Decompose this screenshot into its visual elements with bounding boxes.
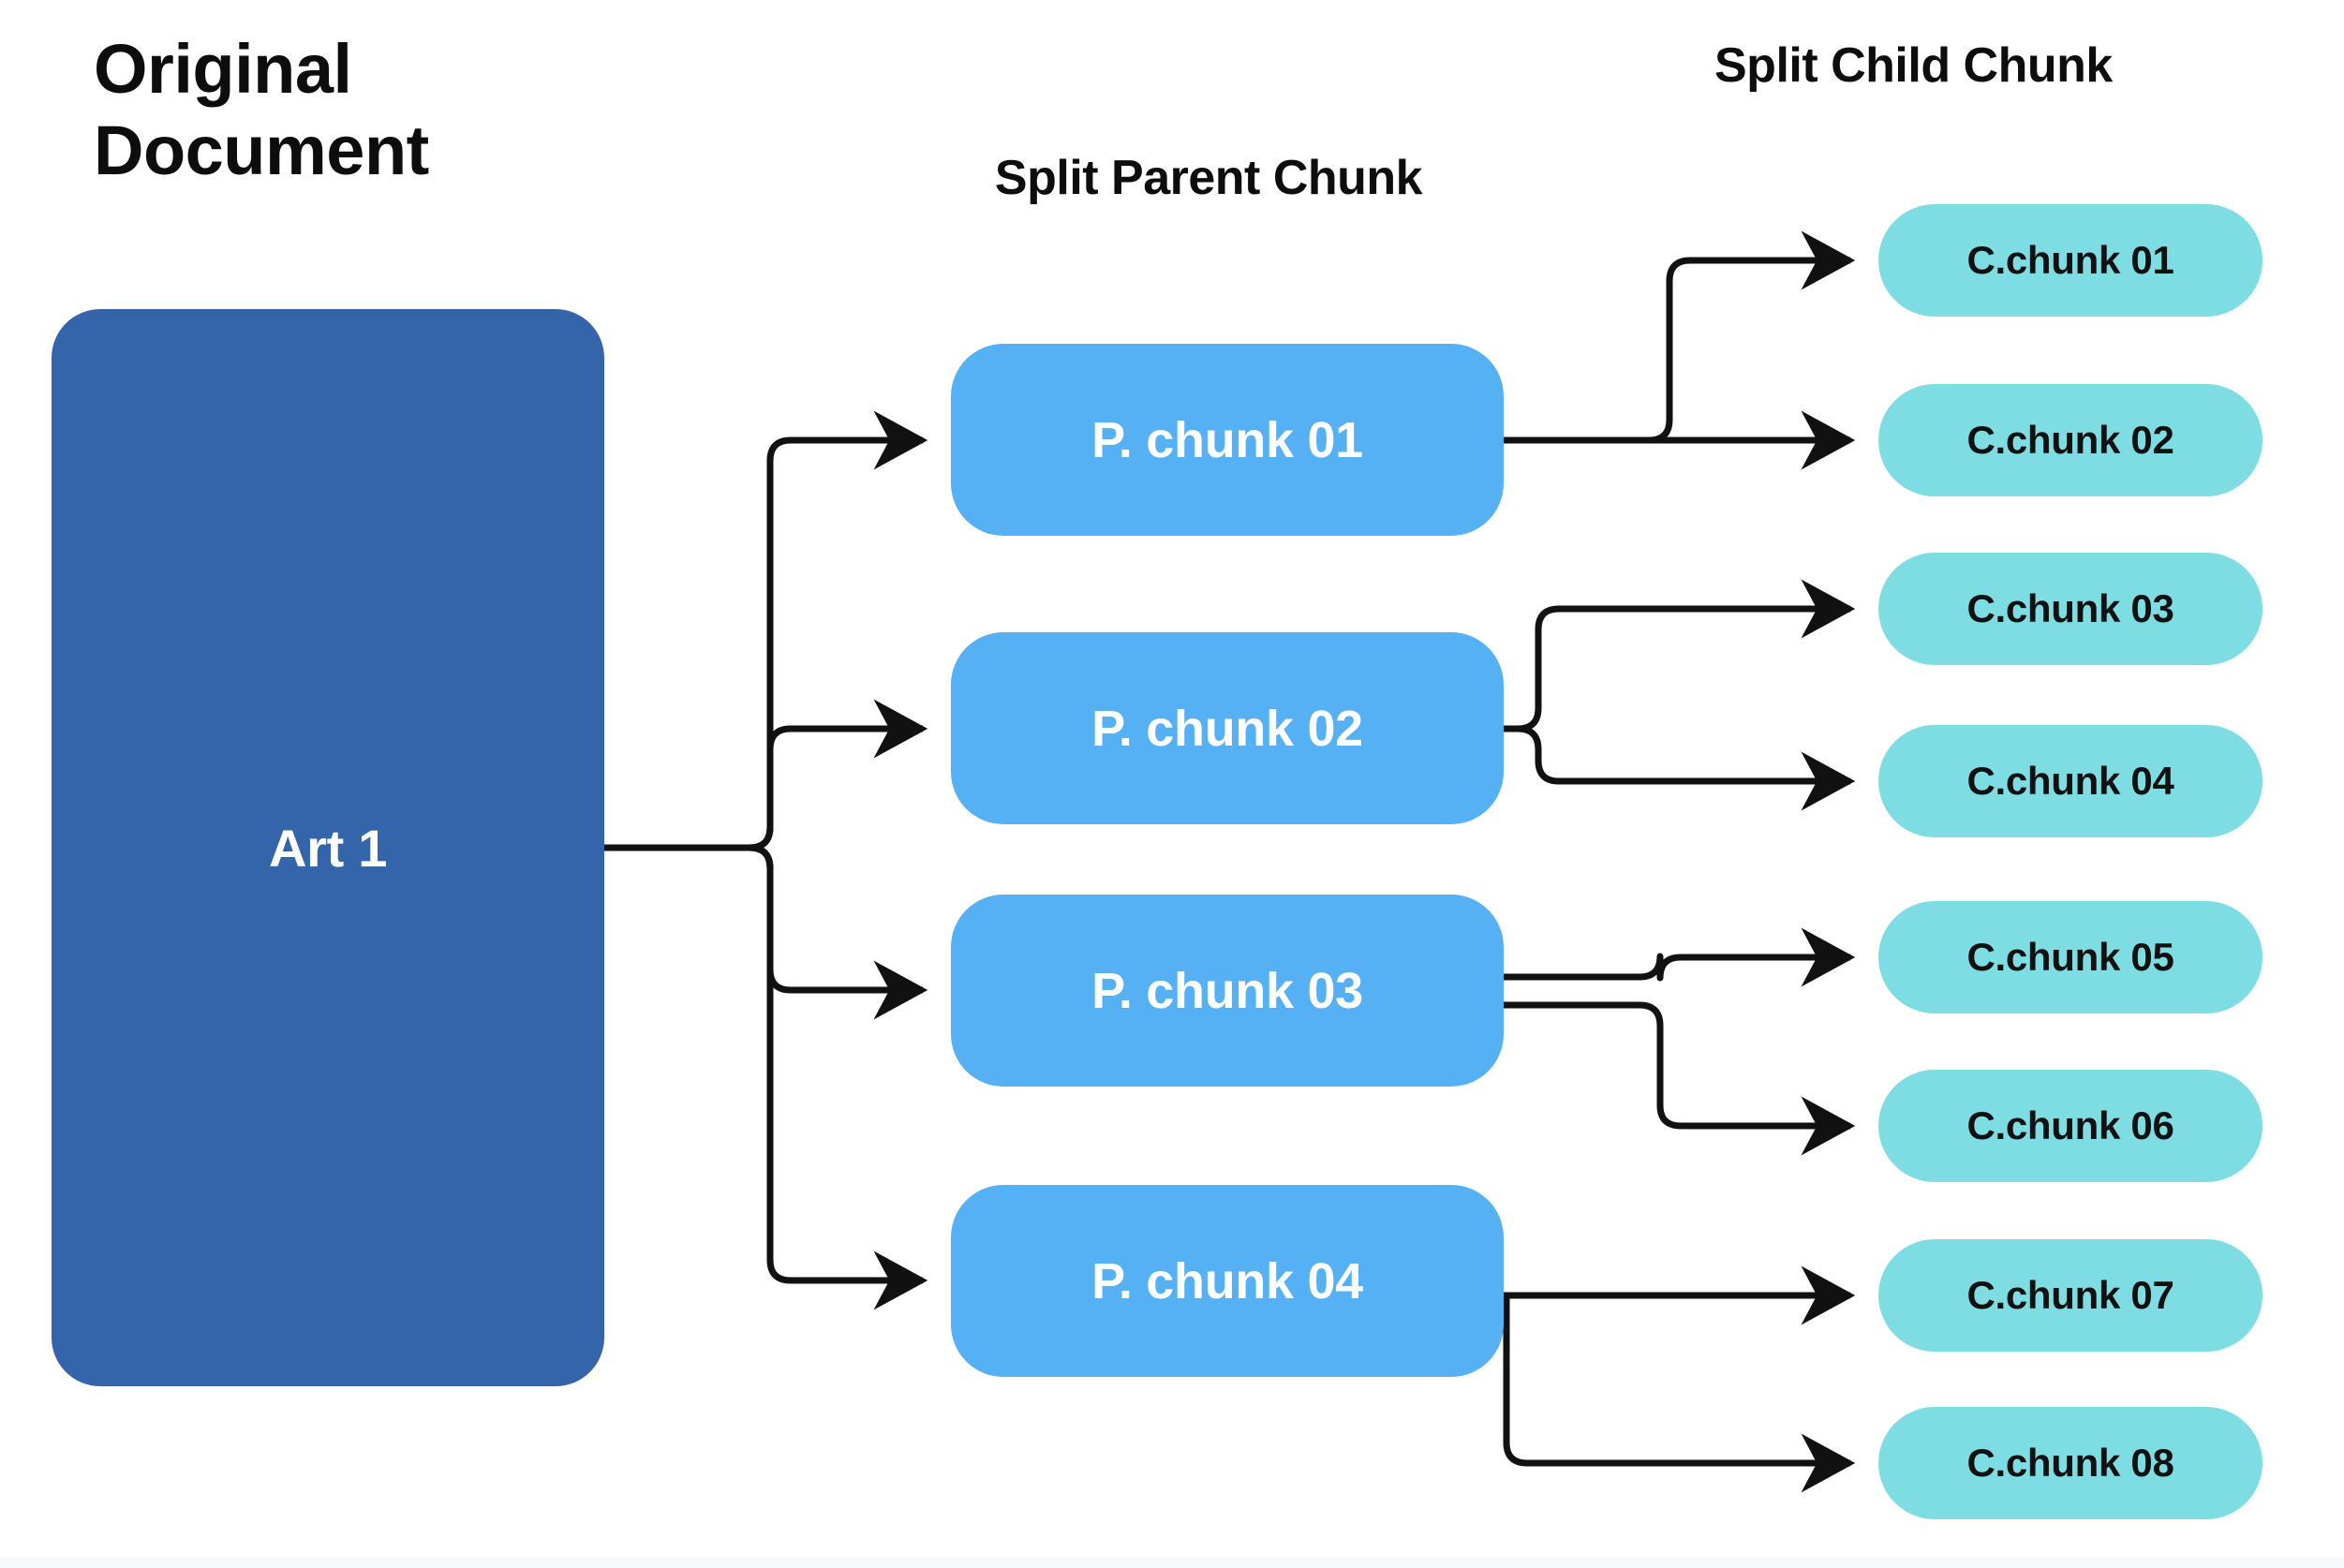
node-parent-chunk-03[interactable]: P. chunk 03 (951, 895, 1504, 1087)
node-original-document[interactable]: Art 1 (52, 309, 604, 1386)
edge-parent-03-to-child-05 (1504, 927, 1856, 987)
node-parent-chunk-04[interactable]: P. chunk 04 (951, 1185, 1504, 1377)
node-parent-chunk-04-label: P. chunk 04 (1091, 1252, 1363, 1309)
heading-split-parent-chunk: Split Parent Chunk (994, 151, 1423, 205)
node-child-chunk-01-label: C.chunk 01 (1966, 238, 2174, 282)
node-child-chunk-08-label: C.chunk 08 (1966, 1441, 2174, 1485)
node-child-chunk-07-label: C.chunk 07 (1966, 1273, 2174, 1317)
node-child-chunk-04[interactable]: C.chunk 04 (1878, 725, 2262, 837)
edge-doc-to-parent-04 (740, 844, 928, 1310)
edge-parent-04-to-child-08 (1503, 1295, 1856, 1493)
node-child-chunk-02[interactable]: C.chunk 02 (1878, 384, 2262, 496)
node-parent-chunk-01-label: P. chunk 01 (1091, 411, 1363, 468)
node-child-chunk-07[interactable]: C.chunk 07 (1878, 1239, 2262, 1352)
edge-parent-02-to-child-04 (1504, 725, 1856, 811)
node-child-chunk-06-label: C.chunk 06 (1966, 1103, 2174, 1147)
node-child-chunk-03-label: C.chunk 03 (1966, 586, 2174, 630)
bottom-edge-strip (0, 1557, 2344, 1568)
edge-doc-to-parent-01 (740, 410, 928, 851)
heading-split-child-chunk: Split Child Chunk (1714, 38, 2113, 93)
heading-original-document: Original Document (94, 30, 429, 190)
node-child-chunk-05[interactable]: C.chunk 05 (1878, 901, 2262, 1013)
node-child-chunk-05-label: C.chunk 05 (1966, 935, 2174, 979)
node-child-chunk-01[interactable]: C.chunk 01 (1878, 204, 2262, 317)
node-child-chunk-06[interactable]: C.chunk 06 (1878, 1070, 2262, 1182)
edge-doc-to-parent-02 (740, 699, 928, 851)
node-child-chunk-08[interactable]: C.chunk 08 (1878, 1407, 2262, 1519)
node-child-chunk-02-label: C.chunk 02 (1966, 418, 2174, 462)
node-original-document-label: Art 1 (268, 818, 388, 878)
node-parent-chunk-02[interactable]: P. chunk 02 (951, 632, 1504, 824)
edge-parent-02-to-child-03 (1504, 579, 1856, 732)
node-parent-chunk-02-label: P. chunk 02 (1091, 700, 1363, 757)
edge-parent-01-to-child-01 (1504, 230, 1856, 444)
edge-parent-03-to-child-06 (1504, 1001, 1856, 1156)
edge-doc-to-parent-03 (740, 844, 928, 1020)
node-child-chunk-04-label: C.chunk 04 (1966, 759, 2174, 803)
node-parent-chunk-01[interactable]: P. chunk 01 (951, 344, 1504, 536)
node-child-chunk-03[interactable]: C.chunk 03 (1878, 553, 2262, 665)
node-parent-chunk-03-label: P. chunk 03 (1091, 962, 1363, 1019)
